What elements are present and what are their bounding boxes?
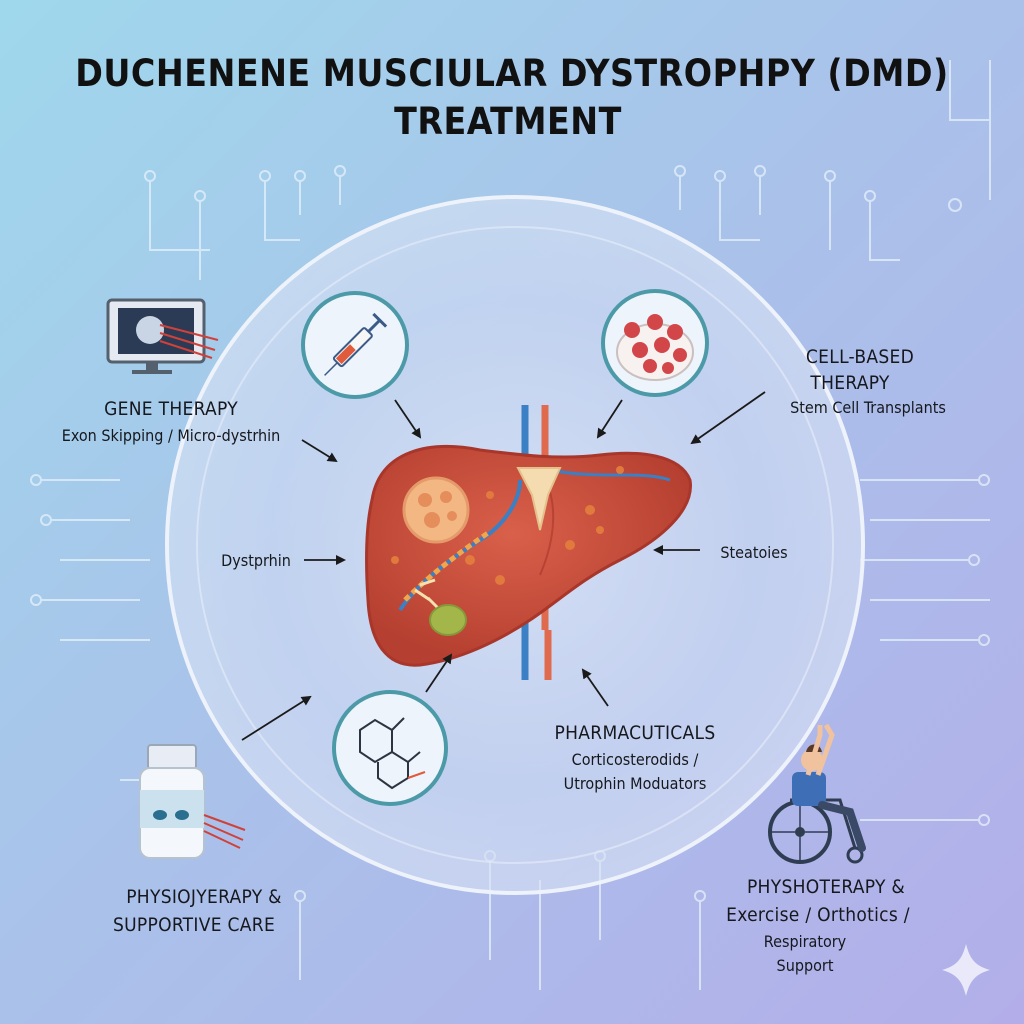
syringe-icon (301, 291, 409, 399)
central-circle-inner-ring (196, 226, 834, 864)
physio-left-line2: SUPPORTIVE CARE (112, 914, 276, 936)
physio-right-detail-line3: Support (776, 956, 834, 975)
gene-therapy-detail: Exon Skipping / Micro-dystrhin (61, 426, 281, 445)
cell-therapy-detail: Stem Cell Transplants (790, 398, 946, 417)
pharmaceuticals-heading: PHARMACUTICALS (554, 722, 716, 744)
diagram-title-line2: TREATMENT (394, 100, 622, 143)
pharmaceuticals-detail-line1: Corticosterodids / (571, 750, 699, 769)
cells-petri-dish-icon (601, 289, 709, 397)
gene-therapy-heading: GENE THERAPY (104, 398, 238, 420)
physio-right-heading: PHYSHOTERAPY & (746, 876, 906, 898)
physio-right-detail-line2: Respiratory (763, 932, 847, 951)
pharmaceuticals-detail-line2: Utrophin Moduators (563, 774, 707, 793)
connector-arrows (241, 391, 766, 741)
monitor-icon (106, 298, 219, 374)
pill-bottle-icon (139, 744, 246, 859)
liver-organ-illustration (365, 445, 692, 667)
steatosis-label: Steatoies (720, 543, 788, 562)
wheelchair-person-icon (768, 723, 866, 864)
sparkle-icon (942, 944, 990, 996)
cell-therapy-heading-line1: CELL-BASED (805, 346, 915, 368)
physio-right-detail-line1: Exercise / Orthotics / (726, 904, 910, 926)
dystrophin-label: Dystprhin (221, 551, 291, 570)
molecule-icon (332, 690, 448, 806)
diagram-title-line1: DUCHENENE MUSCIULAR DYSTROPHPY (DMD) (75, 52, 949, 95)
physio-left-line1: PHYSIOJYERAPY & (126, 886, 282, 908)
cell-therapy-heading-line2: THERAPY (810, 372, 890, 394)
